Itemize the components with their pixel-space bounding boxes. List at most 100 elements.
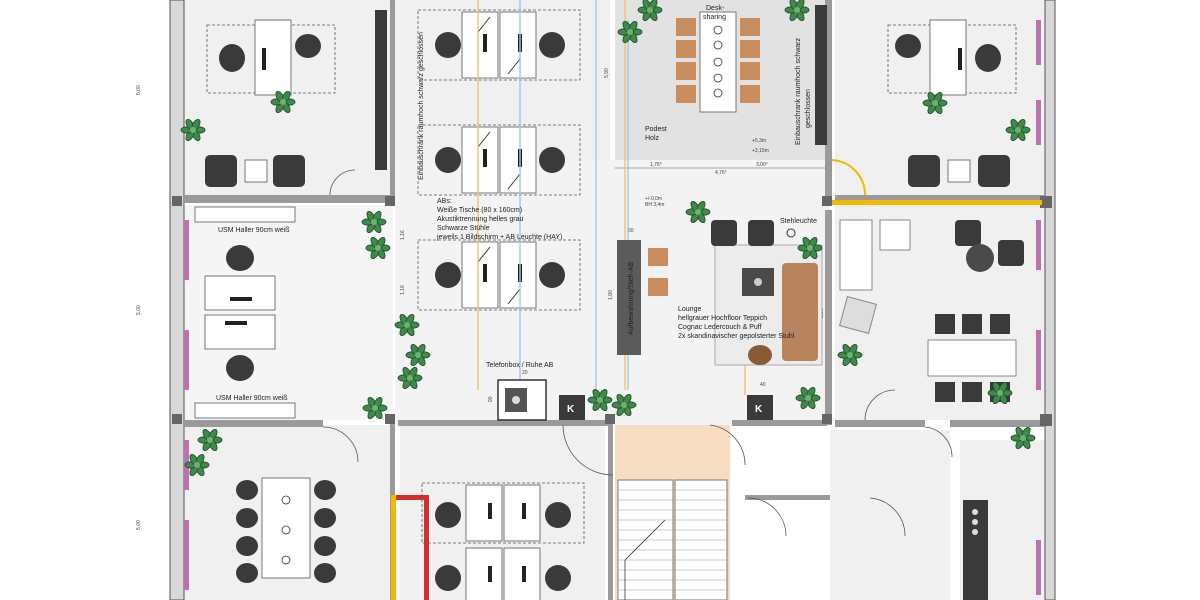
desk-lamp [507,58,521,75]
color-markers [391,159,1042,600]
wooden-chair [676,18,696,36]
armchair [978,155,1010,187]
monitor [488,566,492,582]
plant-icon [365,236,391,260]
desk [254,19,292,96]
usm-shelf-top [194,206,296,223]
lamp-mark [713,57,723,67]
meeting-table [927,339,1017,377]
wall-h6 [398,420,608,426]
chair [990,314,1010,334]
label-lounge-1: Lounge [678,306,701,313]
round-table [966,244,994,272]
plant-center [621,402,627,408]
plant-center [805,395,811,401]
stair-steps [618,489,727,591]
storage-standing-desk: Aufbewahrung/Steh-AB [617,240,668,355]
plant-icon [361,210,387,234]
chair [236,536,258,556]
desk-lamp [477,246,491,263]
dim-60: 60 [628,228,634,234]
plants [180,0,1036,477]
chair [435,565,461,591]
plant-icon [197,428,223,452]
wooden-chair [676,85,696,103]
lounge-chair [748,220,774,246]
lamp-mark [713,88,723,98]
wall-v5 [825,210,832,425]
armchair [273,155,305,187]
label-lounge-4: 2x skandinavischer gepolsterter Stuhl [678,333,795,340]
monitor [483,264,487,282]
monitor [225,321,247,325]
workstation-desks [435,11,565,309]
plant-center [415,352,421,358]
side-table [244,159,268,183]
dim-level2: BH 3,4m [645,202,664,208]
desk-lamp [507,288,521,305]
desk-block-2 [417,124,581,196]
door-arc [747,497,787,537]
lamp-mark [713,73,723,83]
chair [539,32,565,58]
chair [236,480,258,500]
label-usm-bottom: USM Haller 90cm weiß [216,395,288,402]
door-arc [709,424,746,466]
storage-unit [617,240,641,355]
plant-center [280,99,286,105]
door-arc [864,389,896,421]
chair [545,565,571,591]
plant-icon [270,90,296,114]
chair [435,32,461,58]
desk-lamp [477,131,491,148]
plant-icon [1010,426,1036,450]
desk [204,275,276,311]
plant-icon [987,381,1013,405]
lamp-mark [281,555,291,565]
door-arc [924,426,953,458]
plant-center [207,437,213,443]
dim-116b: 1,16 [400,285,406,295]
podest-dimensions: 1,76° 4,76° 3,00° +5,3m +3,15m +/-0,0m B… [400,68,825,402]
side-dimensions: 5,00 5,00 5,00 [136,85,142,530]
columns [172,196,1052,426]
dim-300: 3,00° [756,162,768,168]
chair [935,314,955,334]
dim-515: +3,15m [752,148,769,154]
workstation-desks-bottom [435,484,571,600]
door-arc-yellow [831,159,867,196]
label-cabinet-right-1: Einbauschrank raumhoch schwarz [795,38,802,145]
stairs [562,424,746,600]
door-arc [322,426,359,463]
dim-176: 1,76° [650,162,662,168]
monitor [262,48,266,70]
table-item [754,278,762,286]
desk [465,547,503,600]
wooden-chair [676,62,696,80]
conference-bottom-left [236,477,336,583]
label-podest-2: Holz [645,135,660,142]
armchair [908,155,940,187]
chair [435,147,461,173]
monitor [522,566,526,582]
plant-icon [837,343,863,367]
cabinet-left-body [375,10,387,170]
workstations-bottom [421,482,585,600]
wall-v2 [825,0,832,200]
label-abs-2: Weiße Tische (80 x 160cm) [437,207,522,214]
dim-20: 20 [522,370,528,376]
armchair [998,240,1024,266]
plant-icon [797,236,823,260]
wall-v1 [390,0,395,200]
label-storage: Aufbewahrung/Steh-AB [628,262,635,335]
plant-center [371,219,377,225]
lamp-mark [281,525,291,535]
plant-icon [795,386,821,410]
label-k-left: K [567,404,575,415]
plant-icon [637,0,663,22]
phone-box: Telefonbox / Ruhe AB K K [486,362,773,421]
bottom-right-rooms [322,169,988,600]
label-abs-4: Schwarze Stühle [437,225,490,232]
label-abs-3: Akustiktrennung helles grau [437,216,523,223]
cabinet-right-body [815,5,827,145]
